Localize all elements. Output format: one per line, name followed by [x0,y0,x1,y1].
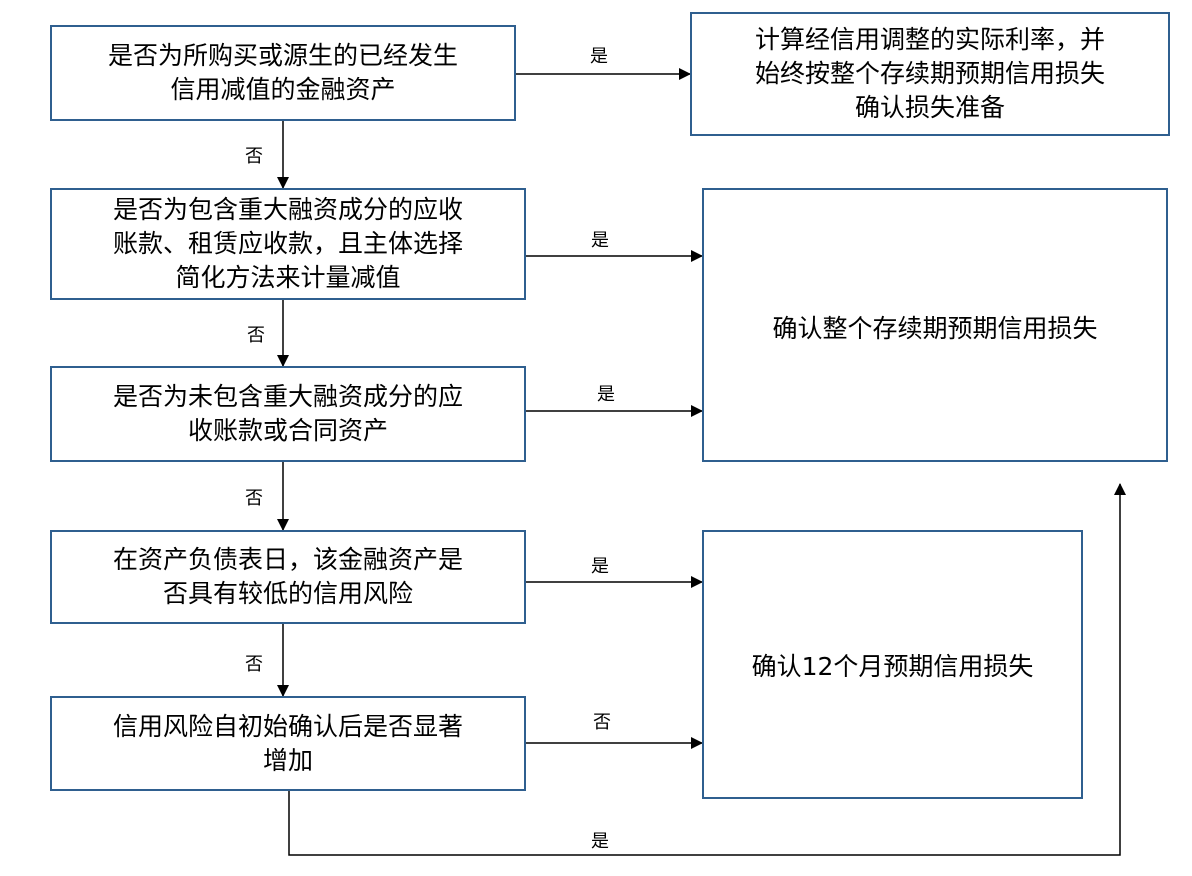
label-yes-2: 是 [591,230,609,251]
outcome-effective-rate-text: 计算经信用调整的实际利率，并 始终按整个存续期预期信用损失 确认损失准备 [754,25,1105,122]
question-box-4: 在资产负债表日，该金融资产是 否具有较低的信用风险 [50,530,526,624]
question-box-3: 是否为未包含重大融资成分的应 收账款或合同资产 [50,366,526,462]
arrow-q5-lifetime [288,483,1126,856]
label-yes-3: 是 [597,384,615,405]
label-no-2: 否 [247,325,265,346]
question-text-3: 是否为未包含重大融资成分的应 收账款或合同资产 [112,382,463,445]
label-yes-4: 是 [591,556,609,577]
outcome-effective-rate-box: 计算经信用调整的实际利率，并 始终按整个存续期预期信用损失 确认损失准备 [690,12,1170,136]
outcome-twelve-month-text: 确认12个月预期信用损失 [751,652,1034,681]
label-no-5: 否 [593,712,611,733]
label-yes-1: 是 [590,46,608,67]
label-no-3: 否 [245,488,263,509]
label-no-1: 否 [245,146,263,167]
question-box-2: 是否为包含重大融资成分的应收 账款、租赁应收款，且主体选择 简化方法来计量减值 [50,188,526,300]
label-yes-5: 是 [591,831,609,852]
question-text-4: 在资产负债表日，该金融资产是 否具有较低的信用风险 [112,545,463,608]
question-box-1: 是否为所购买或源生的已经发生 信用减值的金融资产 [50,25,516,121]
question-text-5: 信用风险自初始确认后是否显著 增加 [112,711,463,775]
outcome-lifetime-text: 确认整个存续期预期信用损失 [772,314,1098,343]
question-text-1: 是否为所购买或源生的已经发生 信用减值的金融资产 [107,41,458,104]
question-text-2: 是否为包含重大融资成分的应收 账款、租赁应收款，且主体选择 简化方法来计量减值 [112,195,463,292]
label-no-4: 否 [245,654,263,675]
outcome-lifetime-box: 确认整个存续期预期信用损失 [702,188,1168,462]
question-box-5: 信用风险自初始确认后是否显著 增加 [50,696,526,791]
outcome-twelve-month-box: 确认12个月预期信用损失 [702,530,1083,799]
